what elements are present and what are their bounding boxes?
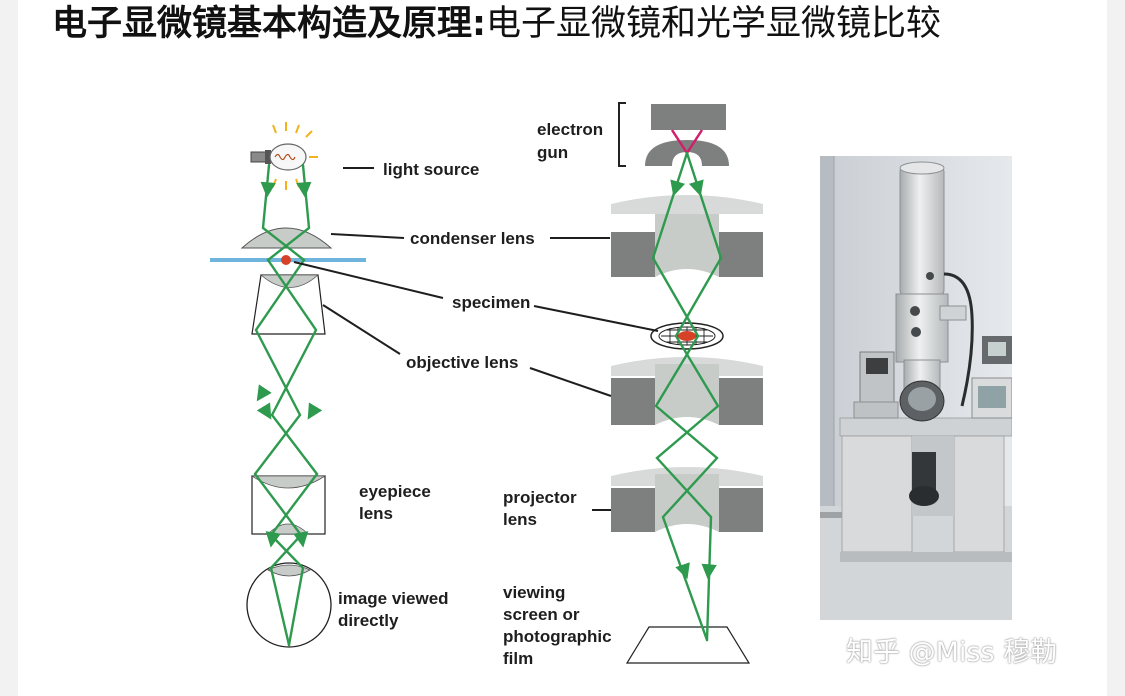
light-bulb-icon (250, 122, 318, 190)
electron-gun-cathode (651, 104, 726, 130)
label-eyepiece-line1: eyepiece (359, 482, 431, 501)
microscope-comparison-diagram: light source condenser lens specimen obj… (210, 102, 763, 668)
electron-gun-anode (645, 140, 729, 166)
page-title: 电子显微镜基本构造及原理:电子显微镜和光学显微镜比较 (52, 0, 1092, 49)
electron-gun-bracket (618, 102, 626, 167)
leader-lines (293, 167, 659, 511)
label-specimen: specimen (452, 293, 530, 312)
specimen-dot-light (281, 255, 291, 265)
label-viewing-line4: film (503, 649, 533, 668)
condenser-magnetic-lens (611, 195, 763, 277)
label-projector-line2: lens (503, 510, 537, 529)
eye-icon (246, 562, 332, 648)
electron-microscope-photo (820, 156, 1012, 620)
label-objective-lens: objective lens (406, 353, 518, 372)
slide-page: 电子显微镜基本构造及原理:电子显微镜和光学显微镜比较 (18, 0, 1107, 696)
condenser-lens-shape (240, 227, 333, 249)
watermark: 知乎 @Miss 穆勒 (846, 637, 1058, 668)
title-normal-part: 电子显微镜和光学显微镜比较 (486, 4, 942, 44)
label-projector-line1: projector (503, 488, 577, 507)
label-condenser-lens: condenser lens (410, 229, 535, 248)
projector-magnetic-lens (611, 467, 763, 532)
label-eyepiece-line2: lens (359, 504, 393, 523)
label-electron-gun-line2: gun (537, 143, 568, 162)
label-image-viewed-line1: image viewed (338, 589, 449, 608)
label-image-viewed-line2: directly (338, 611, 399, 630)
electron-microscope (611, 102, 763, 664)
label-viewing-line1: viewing (503, 583, 565, 602)
specimen-grid (650, 322, 724, 350)
label-viewing-line3: photographic (503, 627, 612, 646)
title-bold-part: 电子显微镜基本构造及原理: (52, 4, 486, 44)
objective-magnetic-lens (611, 357, 763, 425)
light-microscope (210, 122, 366, 648)
label-light-source: light source (383, 160, 479, 179)
label-viewing-line2: screen or (503, 605, 580, 624)
viewing-screen (625, 626, 751, 664)
label-electron-gun-line1: electron (537, 120, 603, 139)
